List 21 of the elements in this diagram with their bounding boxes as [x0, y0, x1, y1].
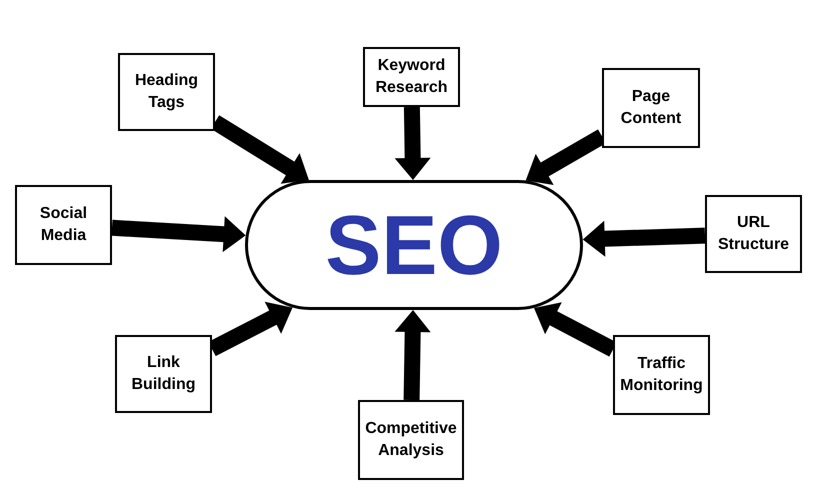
topic-box [115, 335, 212, 413]
topic-label: Link Building [130, 353, 196, 395]
topic-label: Page Content [620, 87, 682, 129]
topic-label: URL Structure [716, 213, 790, 255]
topic-box [15, 185, 112, 265]
topic-label: Social Media [38, 204, 88, 246]
topic-label: Competitive Analysis [364, 419, 458, 461]
topic-label: Heading Tags [134, 71, 200, 113]
topic-box [602, 68, 700, 148]
arrow [582, 220, 706, 257]
topic-label: Keyword Research [374, 56, 449, 98]
topic-box [705, 195, 802, 273]
arrow [394, 106, 431, 180]
topic-box [363, 47, 460, 107]
topic-label: Traffic Monitoring [619, 354, 704, 396]
topic-box [358, 400, 464, 480]
arrow [394, 310, 431, 400]
topic-box [118, 53, 215, 131]
title-text: SEO [325, 203, 503, 287]
topic-box [613, 335, 710, 415]
arrow [112, 216, 246, 252]
